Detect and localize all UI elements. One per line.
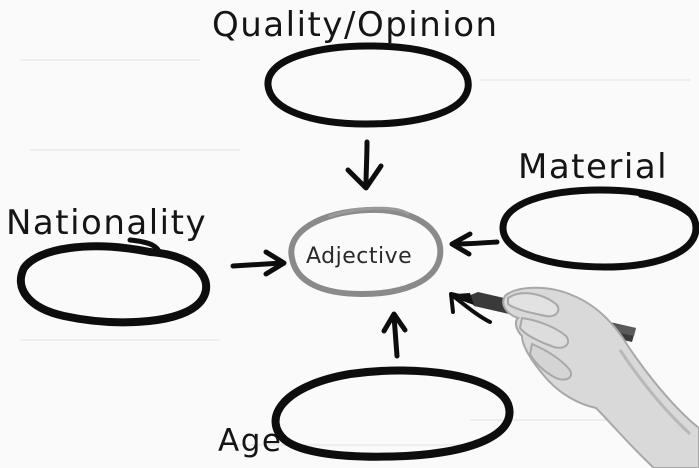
node-ellipse-quality-opinion	[264, 42, 472, 128]
arrow-from-nationality	[230, 249, 287, 277]
hand-with-marker	[456, 286, 699, 468]
node-label-quality-opinion: Quality/Opinion	[212, 5, 499, 45]
arrow-from-material	[449, 231, 500, 257]
node-ellipse-nationality	[16, 237, 211, 327]
node-ellipse-material	[499, 186, 699, 271]
node-ellipse-age	[271, 366, 514, 461]
arrow-from-age	[381, 311, 408, 359]
node-label-material: Material	[518, 147, 668, 187]
center-label-adjective: Adjective	[306, 244, 412, 269]
node-label-age: Age	[218, 423, 282, 459]
arrow-from-quality-opinion	[345, 139, 384, 191]
node-label-nationality: Nationality	[6, 203, 207, 243]
center-node-adjective	[288, 206, 444, 298]
